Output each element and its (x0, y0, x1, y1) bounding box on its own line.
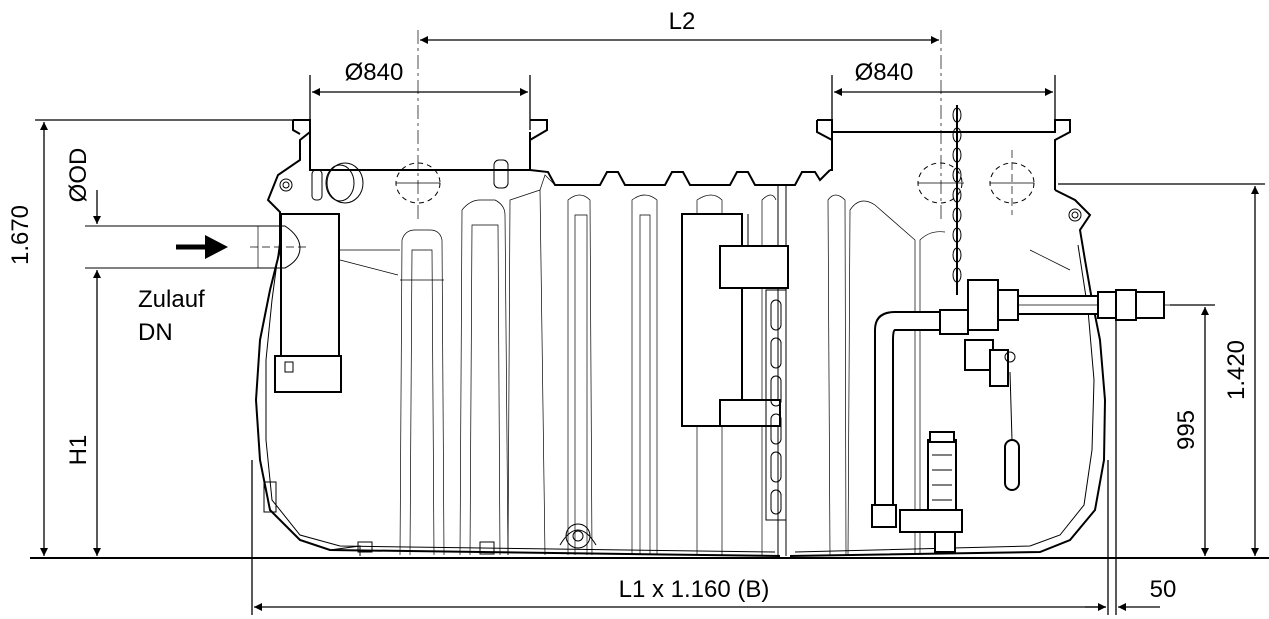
label-od: ØOD (65, 148, 92, 203)
dimensions (35, 36, 1265, 615)
pump-assembly (871, 279, 1210, 553)
label-inlet-line1: Zulauf (138, 286, 205, 313)
label-diameter-right: Ø840 (855, 59, 914, 86)
label-height-total: 1.670 (7, 205, 34, 265)
inlet-arrow-head (205, 235, 228, 259)
inlet-assembly (85, 213, 342, 393)
inlet-baffle (280, 213, 340, 357)
label-diameter-left: Ø840 (345, 59, 404, 86)
label-inlet-line2: DN (138, 319, 173, 346)
chain (952, 105, 962, 295)
label-length: L1 x 1.160 (B) (619, 576, 770, 603)
middle-separator (681, 213, 789, 521)
label-offset: 50 (1150, 576, 1177, 603)
tank-body (254, 119, 1107, 557)
label-l2: L2 (669, 8, 696, 35)
label-height-outlet: 995 (1173, 410, 1200, 450)
label-height-right: 1.420 (1223, 340, 1250, 400)
label-h1: H1 (65, 435, 92, 466)
center-lines (396, 30, 1034, 220)
tank-ribs (339, 174, 1071, 556)
